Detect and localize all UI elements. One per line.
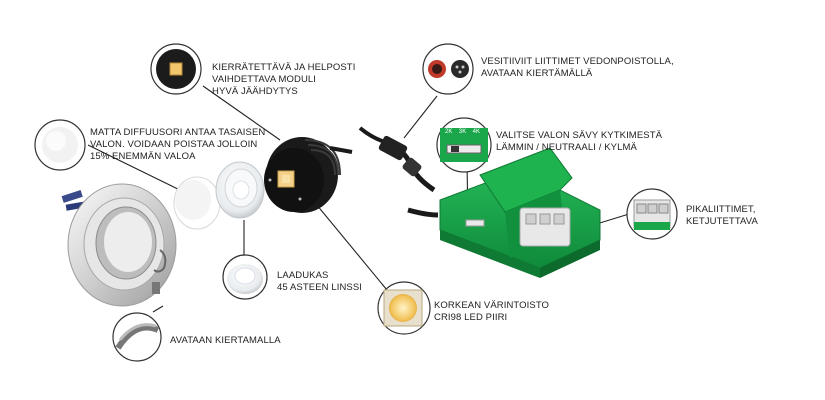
callout-rotate: AVATAAN KIERTAMALLA bbox=[170, 335, 281, 346]
callout-switch: VALITSE VALON SÄVY KYTKIMESTÄ LÄMMIN / N… bbox=[496, 130, 663, 153]
detail-diffuser bbox=[34, 119, 86, 171]
detail-switch bbox=[436, 117, 492, 173]
callout-quick-connectors: PIKALIITTIMET, KETJUTETTAVA bbox=[686, 204, 758, 227]
switch-mark-2k: 2K bbox=[445, 129, 453, 135]
switch-mark-4k: 4K bbox=[472, 129, 481, 135]
detail-lens bbox=[222, 254, 268, 300]
detail-connectors bbox=[422, 43, 474, 95]
led-module bbox=[264, 137, 341, 213]
callout-led: KORKEAN VÄRINTOISTO CRI98 LED PIIRI bbox=[434, 300, 550, 323]
driver-box bbox=[439, 147, 601, 278]
callout-lens: LAADUKAS 45 ASTEEN LINSSI bbox=[277, 270, 363, 293]
aluminium-housing bbox=[61, 183, 177, 307]
detail-quick-connectors bbox=[626, 188, 678, 240]
detail-rotate bbox=[112, 312, 162, 362]
callout-module: KIERRÄTETTÄVÄ JA HELPOSTI VAIHDETTAVA MO… bbox=[212, 62, 356, 97]
callout-connectors: VESITIIVIIT LIITTIMET VEDONPOISTOLLA, AV… bbox=[481, 56, 674, 79]
lens bbox=[215, 161, 265, 219]
switch-mark-3k: 3K bbox=[458, 129, 467, 135]
switch-marks: 2K 3K 4K bbox=[445, 129, 485, 136]
callout-diffuser: MATTA DIFFUUSORI ANTAA TASAISEN VALON. V… bbox=[90, 127, 266, 162]
detail-led-chip bbox=[377, 281, 431, 335]
detail-module bbox=[150, 43, 202, 95]
waterproof-connector bbox=[378, 135, 408, 161]
